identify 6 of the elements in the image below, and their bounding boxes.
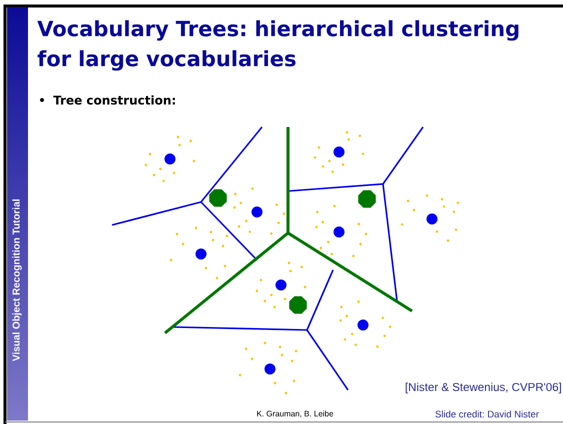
slide-credit: Slide credit: David Nister [435, 410, 539, 418]
slide-title: Vocabulary Trees: hierarchical clustering for large vocabularies [37, 20, 518, 71]
side-title: Visual Object Recognition Tutorial [12, 199, 22, 362]
citation: [Nister & Stewenius, CVPR'06] [406, 382, 561, 394]
footer-authors: K. Grauman, B. Leibe [257, 410, 334, 418]
bullet-text: Tree construction: [53, 95, 175, 105]
